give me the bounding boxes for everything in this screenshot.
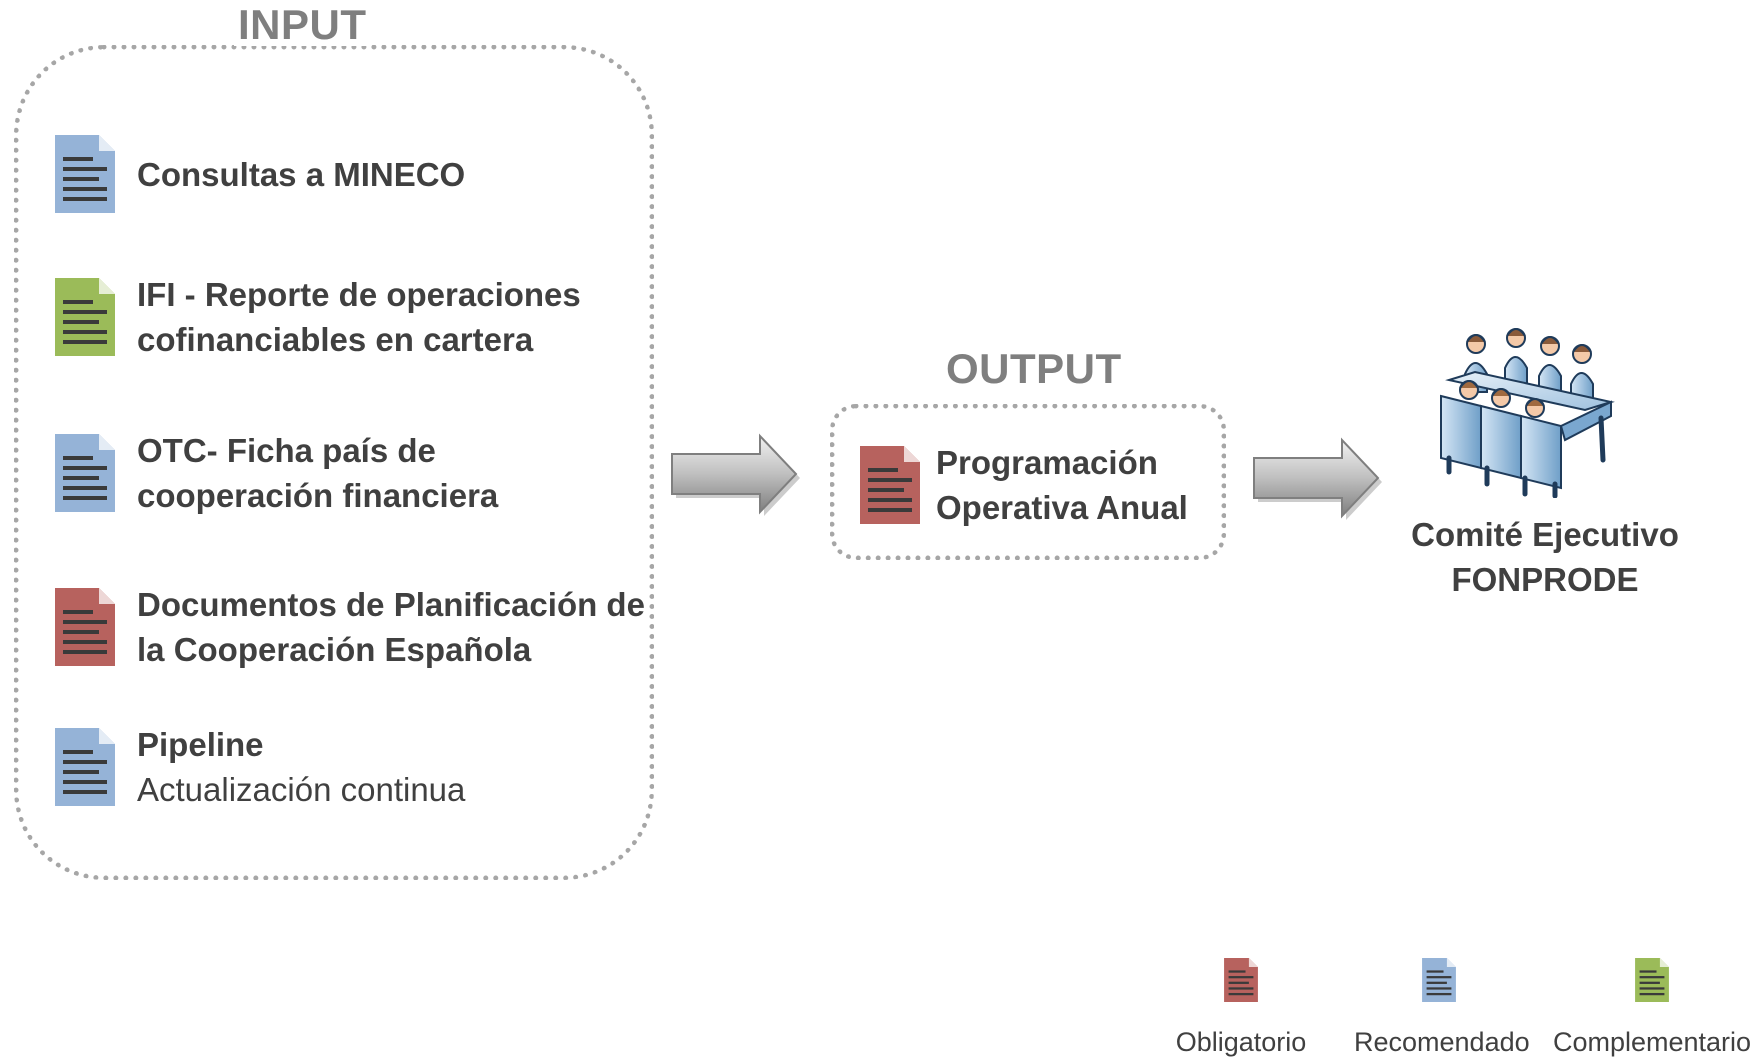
input-group-box <box>14 45 654 880</box>
document-icon <box>55 278 115 356</box>
meeting-table-icon <box>1440 328 1615 498</box>
output-item-title-line2: Operativa Anual <box>936 489 1188 526</box>
legend-label: Obligatorio <box>1175 1027 1307 1057</box>
document-icon <box>55 588 115 666</box>
committee-label: Comité Ejecutivo FONPRODE <box>1395 512 1695 602</box>
input-item-consultas: Consultas a MINECO <box>55 135 465 213</box>
document-icon <box>55 434 115 512</box>
input-item-documentos: Documentos de Planificación de la Cooper… <box>55 582 645 672</box>
document-icon <box>1422 958 1456 1002</box>
input-item-title-line2: cofinanciables en cartera <box>137 321 534 358</box>
flow-arrow-icon <box>671 433 800 516</box>
committee-title: Comité Ejecutivo <box>1411 516 1679 553</box>
input-item-otc: OTC- Ficha país de cooperación financier… <box>55 428 498 518</box>
legend-label: Recomendado <box>1354 1027 1530 1057</box>
input-item-title-line2: la Cooperación Española <box>137 631 532 668</box>
input-title: INPUT <box>234 4 371 46</box>
document-icon <box>1635 958 1669 1002</box>
output-item-title: Programación <box>936 444 1158 481</box>
input-item-title: Documentos de Planificación de <box>137 586 645 623</box>
document-icon <box>55 135 115 213</box>
output-group-box <box>830 404 1226 560</box>
input-item-title-line2: cooperación financiera <box>137 477 499 514</box>
flow-arrow-icon <box>1253 437 1382 520</box>
input-item-title: OTC- Ficha país de <box>137 432 436 469</box>
document-icon <box>55 728 115 806</box>
input-item-title: Consultas a MINECO <box>137 155 466 193</box>
output-title: OUTPUT <box>942 348 1126 390</box>
document-icon <box>860 446 920 524</box>
legend-item-obligatorio: Obligatorio <box>1166 958 1316 1058</box>
input-item-subtitle: Actualización continua <box>137 771 466 808</box>
document-icon <box>1224 958 1258 1002</box>
legend-label: Complementario <box>1552 1027 1752 1057</box>
legend-item-recomendado: Recomendado <box>1354 958 1530 1058</box>
legend-item-complementario: Complementario <box>1552 958 1752 1058</box>
output-item: Programación Operativa Anual <box>860 440 1188 530</box>
input-item-title: Pipeline <box>137 726 264 763</box>
committee-subtitle: FONPRODE <box>1451 561 1639 598</box>
input-item-pipeline: Pipeline Actualización continua <box>55 722 465 812</box>
input-item-title: IFI - Reporte de operaciones <box>137 276 581 313</box>
input-item-ifi: IFI - Reporte de operaciones cofinanciab… <box>55 272 581 362</box>
